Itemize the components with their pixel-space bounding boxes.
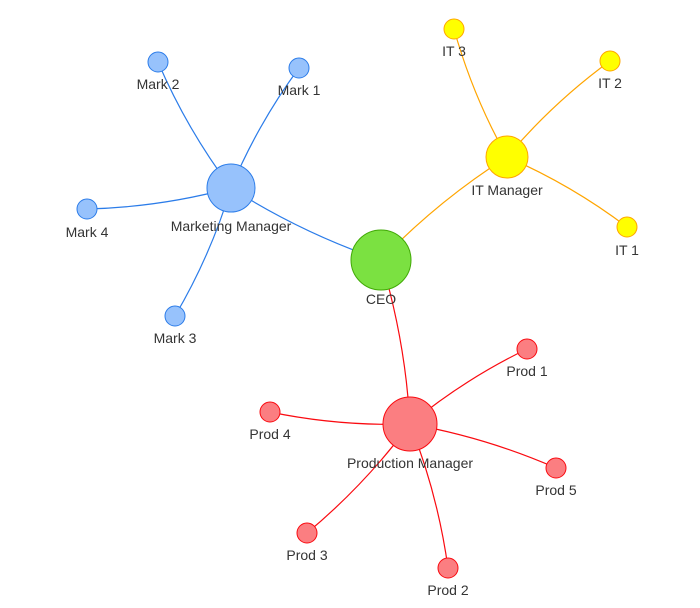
node-circle[interactable] — [164, 305, 186, 327]
node-label: CEO — [366, 291, 396, 307]
node-p2[interactable]: Prod 2 — [427, 557, 469, 598]
node-circle[interactable] — [350, 229, 412, 291]
node-ceo[interactable]: CEO — [350, 229, 412, 307]
node-circle[interactable] — [545, 457, 567, 479]
node-itm[interactable]: IT Manager — [471, 135, 543, 198]
node-circle[interactable] — [437, 557, 459, 579]
node-it2[interactable]: IT 2 — [598, 50, 622, 91]
node-m1[interactable]: Mark 1 — [278, 57, 321, 98]
node-label: Prod 5 — [535, 482, 576, 498]
node-circle[interactable] — [296, 522, 318, 544]
node-mm[interactable]: Marketing Manager — [171, 163, 292, 234]
node-circle[interactable] — [382, 396, 438, 452]
node-label: IT 1 — [615, 242, 639, 258]
node-circle[interactable] — [443, 18, 465, 40]
node-circle[interactable] — [485, 135, 529, 179]
node-label: IT 2 — [598, 75, 622, 91]
node-label: Marketing Manager — [171, 218, 292, 234]
node-label: IT Manager — [471, 182, 543, 198]
node-circle[interactable] — [206, 163, 256, 213]
node-circle[interactable] — [76, 198, 98, 220]
node-it1[interactable]: IT 1 — [615, 216, 639, 258]
node-label: Prod 1 — [506, 363, 547, 379]
node-circle[interactable] — [259, 401, 281, 423]
node-m3[interactable]: Mark 3 — [154, 305, 197, 346]
node-circle[interactable] — [516, 338, 538, 360]
node-m2[interactable]: Mark 2 — [137, 51, 180, 92]
node-label: Prod 3 — [286, 547, 327, 563]
node-label: Production Manager — [347, 455, 473, 471]
node-p4[interactable]: Prod 4 — [249, 401, 291, 442]
node-p5[interactable]: Prod 5 — [535, 457, 577, 498]
node-label: Prod 2 — [427, 582, 468, 598]
node-circle[interactable] — [288, 57, 310, 79]
node-pm[interactable]: Production Manager — [347, 396, 473, 471]
node-label: Prod 4 — [249, 426, 290, 442]
node-label: Mark 2 — [137, 76, 180, 92]
node-circle[interactable] — [147, 51, 169, 73]
node-p3[interactable]: Prod 3 — [286, 522, 328, 563]
node-label: Mark 1 — [278, 82, 321, 98]
node-circle[interactable] — [599, 50, 621, 72]
node-p1[interactable]: Prod 1 — [506, 338, 548, 379]
node-label: Mark 3 — [154, 330, 197, 346]
node-label: IT 3 — [442, 43, 466, 59]
node-m4[interactable]: Mark 4 — [66, 198, 109, 240]
node-it3[interactable]: IT 3 — [442, 18, 466, 59]
nodes-layer: CEO Marketing Manager Mark 1 Mark 2 Mark 3 Ma… — [66, 18, 639, 598]
node-circle[interactable] — [616, 216, 638, 238]
node-label: Mark 4 — [66, 224, 109, 240]
